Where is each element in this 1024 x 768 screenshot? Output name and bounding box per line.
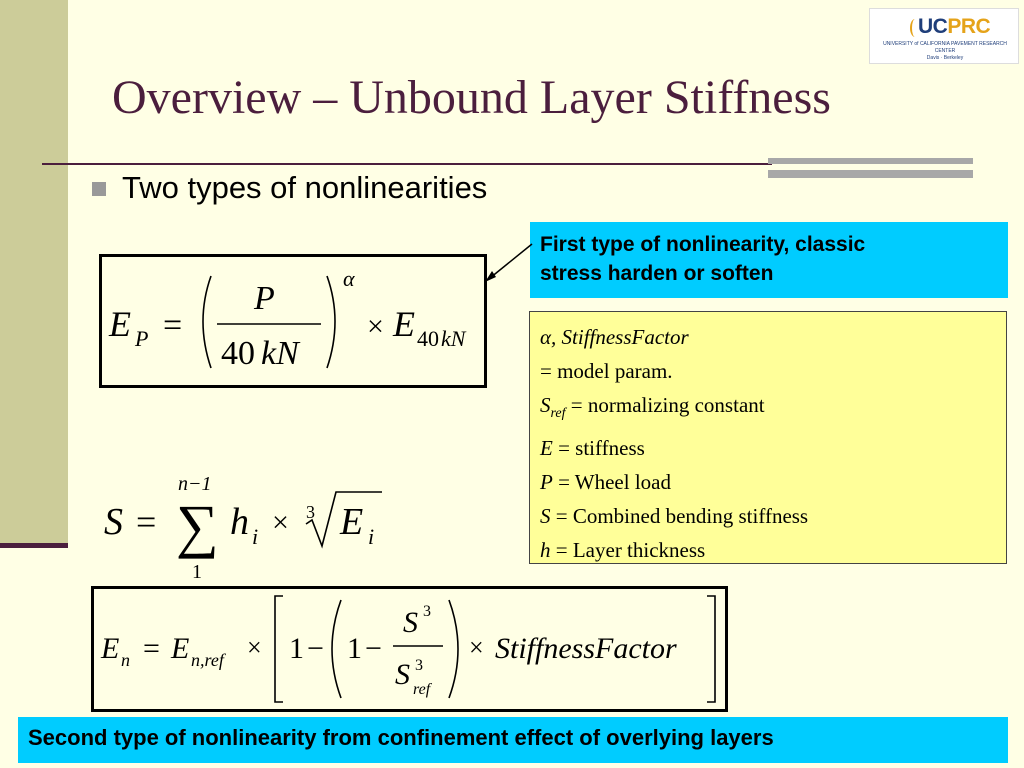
legend-row-sref: Sref = normalizing constant [540,388,996,431]
eq3-numerator: S [403,606,418,639]
legend-box: α, StiffnessFactor = model param. Sref =… [529,311,1007,564]
decor-bar-top [768,158,973,164]
legend-def-e: = stiffness [552,436,645,461]
eq1-numerator: P [253,280,275,317]
eq2-e: E [339,501,363,543]
left-sidebar-rule [0,543,68,548]
legend-sym-params: α, StiffnessFactor [540,325,689,349]
eq1-rhs: E [392,304,415,344]
left-sidebar-bar [0,0,68,548]
eq3-minus-b: − [365,632,382,665]
legend-sym-p: P [540,470,553,495]
eq3-en-sub: n,ref [191,650,227,670]
legend-def-model: = model param. [540,359,673,383]
legend-def-h: = Layer thickness [550,538,706,563]
legend-row-s: S = Combined bending stiffness [540,499,996,533]
callout-line2: stress harden or soften [540,262,774,285]
logo-subtitle: UNIVERSITY of CALIFORNIA PAVEMENT RESEAR… [876,41,1014,62]
eq3-lhs-sub: n [121,650,130,670]
eq1-rhs-sub-unit: kN [441,326,467,351]
eq2-e-sub: i [368,524,374,549]
legend-row-e: E = stiffness [540,431,996,465]
eq3-factor: StiffnessFactor [495,632,677,665]
slide-title: Overview – Unbound Layer Stiffness [112,71,831,124]
eq3-right-paren [448,599,459,699]
eq1-equals: = [163,307,182,344]
eq3-equals: = [143,632,160,665]
callout-first-nonlinearity: First type of nonlinearity, classic stre… [530,222,1008,298]
legend-sym-h: h [540,538,551,563]
legend-row-p: P = Wheel load [540,465,996,499]
equation-2: S = n−1 ∑ 1 h i × 3 E i [104,473,382,583]
ucprc-logo: UCPRC UNIVERSITY of CALIFORNIA PAVEMENT … [869,8,1019,64]
logo-prc: PRC [947,15,991,38]
eq1-exponent: α [343,266,355,291]
legend-sub-sref: ref [550,406,566,422]
logo-subtitle-line2: Davis · Berkeley [926,55,964,61]
eq2-equals: = [136,502,156,542]
equation-3: E n = E n,ref × 1 − 1 − S 3 S 3 ref × St… [100,595,716,703]
eq1-times: × [367,310,384,343]
eq3-one-a: 1 [289,632,304,665]
equation-1: E P = P 40 kN α × E 40 kN [108,266,467,372]
legend-row-h: h = Layer thickness [540,533,996,567]
bullet-marker-icon [92,182,106,196]
eq1-left-paren [202,275,212,369]
eq3-denominator: S [395,658,410,691]
eq3-minus-a: − [307,632,324,665]
eq3-left-bracket [274,595,283,703]
eq2-radical-icon [305,491,382,549]
legend-sym-s: S [540,504,551,529]
eq3-en: E [170,632,189,665]
legend-def-p: = Wheel load [552,470,671,495]
eq2-upper-limit: n−1 [178,473,212,495]
legend-sym-e: E [540,436,553,461]
logo-subtitle-line1: UNIVERSITY of CALIFORNIA PAVEMENT RESEAR… [883,41,1007,54]
eq2-sigma-icon: ∑ [176,493,219,559]
logo-swoosh-icon [910,19,920,37]
legend-def-sref: = normalizing constant [565,393,765,417]
eq1-lhs-sub: P [134,326,148,351]
eq1-right-paren [326,275,336,369]
eq1-rhs-sub-num: 40 [417,326,439,351]
callout-line1: First type of nonlinearity, classic [540,233,866,256]
eq3-times: × [247,633,262,662]
equation-1-box [99,254,487,388]
eq1-den-unit: kN [261,335,301,372]
bullet-text: Two types of nonlinearities [122,170,488,205]
decor-bar-bottom [768,170,973,178]
eq3-times2: × [469,633,484,662]
eq2-h-sub: i [252,524,258,549]
legend-row-model: = model param. [540,354,996,388]
legend-row-params: α, StiffnessFactor [540,320,996,354]
eq3-lhs: E [100,632,119,665]
eq3-right-bracket [707,595,716,703]
equation-3-box [91,586,728,712]
title-underline [42,163,772,165]
eq2-lhs: S [104,501,123,543]
callout-arrow [485,243,533,282]
eq2-times: × [272,506,289,539]
eq3-one-b: 1 [347,632,362,665]
logo-uc: UC [918,15,948,38]
eq3-left-paren [331,599,342,699]
eq3-den-exp: 3 [415,657,423,674]
bottom-banner: Second type of nonlinearity from confine… [18,717,1008,763]
legend-def-s: = Combined bending stiffness [550,504,809,529]
eq3-den-sub: ref [413,681,433,698]
eq1-lhs: E [108,304,131,344]
logo-wordmark: UCPRC [918,15,991,39]
legend-sym-sref: S [540,393,551,417]
eq2-lower-limit: 1 [192,561,202,583]
eq1-den-num: 40 [221,335,255,372]
eq2-h: h [230,501,249,543]
eq3-num-exp: 3 [423,603,431,620]
eq2-root-index: 3 [306,502,315,522]
